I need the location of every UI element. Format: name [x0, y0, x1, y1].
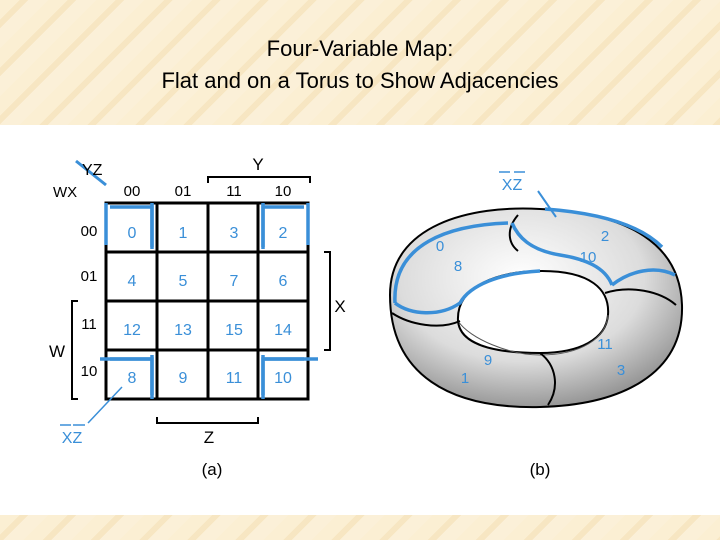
kmap-cell: 10 — [274, 370, 292, 387]
kmap-cell: 1 — [179, 225, 188, 242]
kmap-cell: 2 — [279, 225, 288, 242]
variable-label-z: Z — [204, 428, 214, 447]
torus-cell-label: 3 — [617, 362, 625, 379]
z-bracket — [156, 417, 259, 424]
torus-cut — [508, 214, 519, 252]
kmap-cell: 6 — [279, 273, 288, 290]
torus-group-outline — [510, 222, 614, 286]
header-band — [0, 0, 720, 125]
torus-cell-label: 2 — [601, 228, 609, 245]
y-bracket — [207, 176, 311, 183]
slide-title-line-1: Four-Variable Map: — [266, 36, 454, 61]
torus-cut — [391, 312, 461, 327]
torus-xz-label: XZ — [502, 177, 523, 194]
torus-group-outline — [393, 221, 509, 304]
torus-cell-label: 10 — [580, 249, 597, 266]
slide-title-line-2: Flat and on a Torus to Show Adjacencies — [161, 68, 559, 93]
row-header-11: 11 — [81, 316, 97, 333]
torus-group-outline — [544, 207, 664, 249]
torus-shape — [388, 207, 684, 409]
corner-diagonal — [75, 159, 107, 187]
kmap-cell: 11 — [226, 370, 243, 387]
kmap-cell: 7 — [230, 273, 239, 290]
kmap-cell: 8 — [128, 370, 137, 387]
variable-label-x: X — [334, 297, 345, 316]
torus-cut — [604, 288, 677, 306]
figure-panel: YZ WX 00 01 11 10 00 01 11 10 0 1 3 2 4 … — [0, 125, 720, 515]
torus-diagram: XZ 0 8 2 10 9 1 11 3 (b) — [388, 171, 684, 479]
w-bracket — [71, 300, 78, 400]
corner-label-wx: WX — [53, 184, 77, 201]
xz-pointer-line — [87, 386, 123, 424]
kmap-cell: 0 — [128, 225, 137, 242]
kmap-cell: 3 — [230, 225, 239, 242]
corner-label-yz: YZ — [82, 162, 103, 179]
torus-group-outline — [393, 269, 541, 315]
karnaugh-map: YZ WX 00 01 11 10 00 01 11 10 0 1 3 2 4 … — [49, 155, 346, 479]
kmap-xz-label: XZ — [62, 430, 83, 447]
kmap-cell: 4 — [128, 273, 137, 290]
kmap-cell: 5 — [179, 273, 188, 290]
kmap-cell: 15 — [225, 322, 243, 339]
col-header-00: 00 — [124, 183, 141, 200]
torus-inner-shade — [457, 314, 609, 356]
col-header-11: 11 — [226, 183, 242, 200]
row-header-01: 01 — [81, 268, 98, 285]
col-header-01: 01 — [175, 183, 192, 200]
caption-b: (b) — [530, 460, 551, 479]
torus-cell-label: 1 — [461, 370, 469, 387]
torus-cell-label: 9 — [484, 352, 492, 369]
torus-cell-label: 0 — [436, 238, 444, 255]
kmap-cell: 12 — [123, 322, 141, 339]
kmap-cell: 13 — [174, 322, 192, 339]
variable-label-w: W — [49, 342, 65, 361]
row-header-10: 10 — [81, 363, 98, 380]
torus-group-outline — [610, 268, 676, 287]
x-bracket — [324, 251, 331, 351]
torus-cut — [539, 352, 556, 406]
figure-svg: YZ WX 00 01 11 10 00 01 11 10 0 1 3 2 4 … — [49, 155, 684, 479]
torus-xz-pointer — [537, 190, 557, 218]
torus-cell-label: 8 — [454, 258, 462, 275]
torus-cell-label: 11 — [597, 336, 613, 353]
caption-a: (a) — [202, 460, 223, 479]
variable-label-y: Y — [252, 155, 263, 174]
kmap-cell: 14 — [274, 322, 292, 339]
footer-band — [0, 515, 720, 540]
col-header-10: 10 — [275, 183, 292, 200]
kmap-cell: 9 — [179, 370, 188, 387]
row-header-00: 00 — [81, 223, 98, 240]
